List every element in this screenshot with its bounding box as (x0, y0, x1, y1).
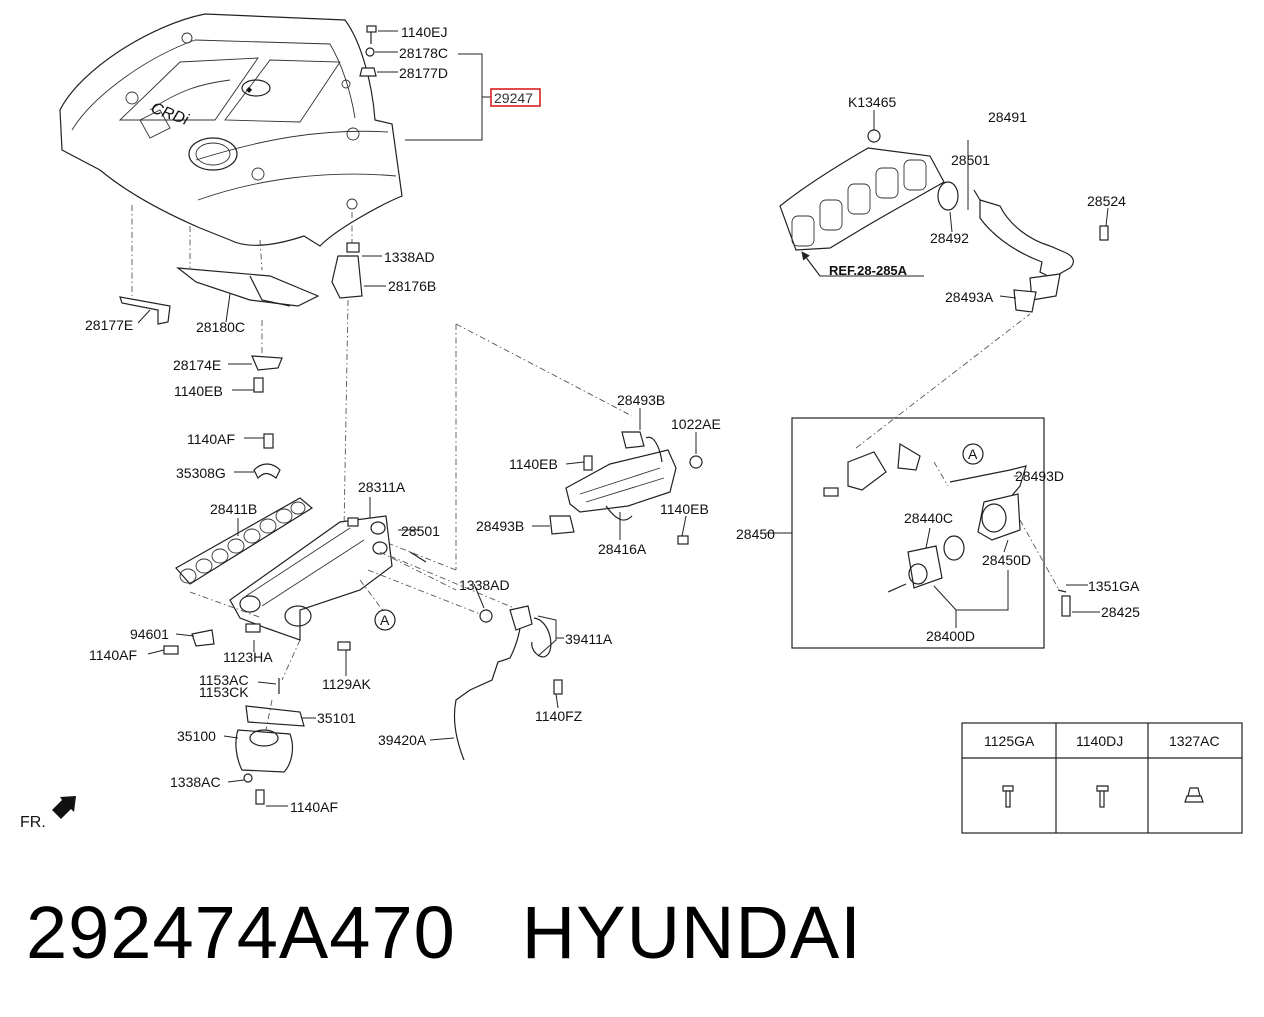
callout-39411A: 39411A (565, 631, 613, 647)
callout-labels: 1140EJ 28178C 28177D 29247 1338AD 28176B… (20, 24, 1140, 831)
callout-1140FZ: 1140FZ (535, 708, 583, 724)
callout-1153CK: 1153CK (199, 684, 249, 700)
callout-a-letter: A (380, 612, 390, 628)
brackets (119, 242, 363, 393)
callout-28450: 28450 (736, 526, 775, 542)
legend-table: 1125GA 1140DJ 1327AC (961, 722, 1243, 834)
callout-28492: 28492 (930, 230, 969, 246)
exhaust-manifold (779, 129, 1109, 313)
callout-28524: 28524 (1087, 193, 1126, 209)
brand-name: HYUNDAI (521, 891, 862, 974)
bolt-icon (1096, 785, 1109, 808)
callout-28174E: 28174E (173, 357, 221, 373)
ref-label: REF.28-285A (829, 263, 908, 278)
intake-manifold (163, 433, 427, 805)
callout-28411B: 28411B (210, 501, 257, 517)
callout-a-circle (962, 443, 984, 465)
egr-cooler (549, 431, 703, 545)
callout-28493D: 28493D (1015, 468, 1064, 484)
callout-a-circle (374, 609, 396, 631)
callout-a-letter: A (968, 446, 978, 462)
callout-28501: 28501 (951, 152, 990, 168)
legend-header-1327AC: 1327AC (1169, 733, 1220, 749)
callout-35100: 35100 (177, 728, 216, 744)
callout-28493B: 28493B (617, 392, 665, 408)
callout-28440C: 28440C (904, 510, 953, 526)
callout-1140EB: 1140EB (174, 383, 223, 399)
part-number: 292474A470 (26, 891, 456, 974)
callout-28450D: 28450D (982, 552, 1031, 568)
callout-1153AC: 1153AC (199, 672, 249, 688)
callout-28425: 28425 (1101, 604, 1140, 620)
part-caption: 292474A470 HYUNDAI (26, 888, 862, 978)
callout-28178C: 28178C (399, 45, 448, 61)
callout-1338AD: 1338AD (384, 249, 435, 265)
callout-28491: 28491 (988, 109, 1027, 125)
bolt-icon (1002, 785, 1014, 808)
highlight-box (490, 88, 541, 107)
callout-1140EB: 1140EB (509, 456, 558, 472)
front-indicator-label: FR. (20, 814, 46, 831)
callout-1129AK: 1129AK (322, 676, 371, 692)
callout-1140EJ: 1140EJ (401, 24, 447, 40)
cover-badge-icon: CRDi (149, 100, 191, 129)
callout-1140AF: 1140AF (290, 799, 338, 815)
callout-1140AF: 1140AF (89, 647, 137, 663)
nut-icon (1184, 787, 1204, 803)
callout-28180C: 28180C (196, 319, 245, 335)
sensor-harness (453, 605, 563, 761)
callout-39420A: 39420A (378, 732, 427, 748)
callout-28177D: 28177D (399, 65, 448, 81)
cover-fasteners (359, 25, 377, 77)
cover-emblem-icon: ◆ (246, 85, 253, 94)
egr-valve (823, 442, 1071, 617)
callout-1351GA: 1351GA (1088, 578, 1140, 594)
callout-29247: 29247 (494, 90, 533, 106)
callout-28416A: 28416A (598, 541, 647, 557)
callout-28493B: 28493B (476, 518, 524, 534)
callout-1338AD: 1338AD (459, 577, 510, 593)
callout-35308G: 35308G (176, 465, 226, 481)
callout-28400D: 28400D (926, 628, 975, 644)
callout-1338AC: 1338AC (170, 774, 221, 790)
callout-K13465: K13465 (848, 94, 896, 110)
callout-28177E: 28177E (85, 317, 133, 333)
engine-cover: ◆ CRDi (59, 13, 403, 247)
callout-1123HA: 1123HA (223, 649, 273, 665)
callout-28501: 28501 (401, 523, 440, 539)
callout-28176B: 28176B (388, 278, 436, 294)
callout-1140AF: 1140AF (187, 431, 235, 447)
front-arrow-icon (52, 796, 76, 819)
callout-28493A: 28493A (945, 289, 994, 305)
legend-header-1140DJ: 1140DJ (1076, 733, 1123, 749)
callout-28311A: 28311A (358, 479, 406, 495)
callout-1140EB: 1140EB (660, 501, 709, 517)
callout-94601: 94601 (130, 626, 169, 642)
callout-35101: 35101 (317, 710, 356, 726)
callout-1022AE: 1022AE (671, 416, 721, 432)
legend-header-1125GA: 1125GA (984, 733, 1035, 749)
parts-diagram: ◆ CRDi (20, 13, 1243, 834)
